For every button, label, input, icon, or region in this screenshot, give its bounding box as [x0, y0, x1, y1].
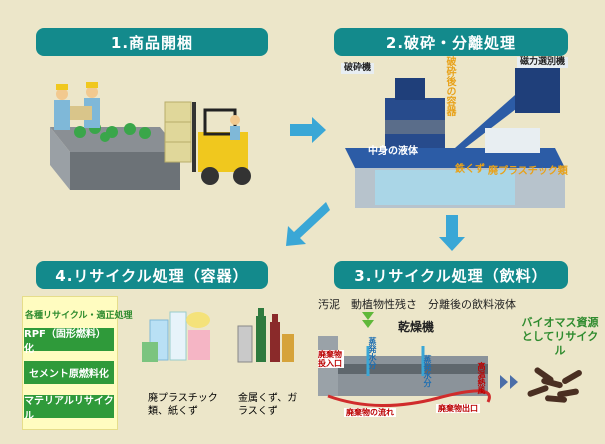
arrow-right-icon	[290, 117, 326, 143]
double-arrow-icon	[500, 375, 518, 389]
material-item: マテリアルリサイクル	[24, 395, 114, 422]
container-label: 破砕後の容器	[444, 56, 455, 116]
pellets-illustration	[527, 367, 582, 403]
hot-air-label: 高温熱風	[477, 362, 486, 394]
rpf-item: RPF（固形燃料）化	[24, 328, 114, 355]
step3-header: 3.リサイクル処理（飲料）	[334, 261, 568, 289]
step3-title: 3.リサイクル処理（飲料）	[354, 266, 548, 285]
plastic-label: 廃プラスチック類	[488, 166, 568, 177]
liquid-label: 中身の液体	[368, 146, 418, 157]
step2-title: 2.破砕・分離処理	[385, 33, 517, 52]
scrap-label: 鉄くず	[455, 164, 485, 175]
inlet-label: 廃棄物投入口	[318, 350, 344, 368]
step4-title: 4.リサイクル処理（容器）	[55, 266, 249, 285]
crushing-illustration	[345, 68, 565, 208]
step1-title: 1.商品開梱	[110, 33, 194, 52]
step4-header: 4.リサイクル処理（容器）	[36, 261, 268, 289]
crusher-label: 破砕機	[341, 63, 375, 74]
plastic-paper-label: 廃プラスチック類、紙くず	[148, 393, 218, 417]
steam-label-1: 蒸発水分	[368, 337, 377, 369]
beverage-outputs: 汚泥 動植物性残さ 分離後の飲料液体	[318, 298, 516, 311]
cement-item: セメント原燃料化	[24, 361, 114, 384]
arrow-down-left-icon	[286, 202, 330, 246]
unpacking-illustration	[50, 82, 251, 190]
recycling-options-title: 各種リサイクル・適正処理	[25, 311, 133, 321]
magnet-label: 磁力選別機	[517, 57, 569, 68]
plastic-containers-illustration	[142, 311, 210, 362]
small-arrow-down-icon	[362, 312, 374, 328]
metal-glass-illustration	[237, 308, 294, 363]
steam-label-2: 蒸発水分	[423, 355, 432, 387]
step2-header: 2.破砕・分離処理	[334, 28, 568, 56]
arrow-down-icon	[439, 215, 465, 251]
outlet-label: 廃棄物出口	[436, 404, 480, 413]
biomass-label: バイオマス資源としてリサイクル	[521, 316, 599, 357]
metal-glass-label: 金属くず、ガラスくず	[238, 393, 298, 417]
waste-flow-label: 廃棄物の流れ	[344, 408, 396, 417]
dryer-label: 乾燥機	[398, 320, 435, 334]
step1-header: 1.商品開梱	[36, 28, 268, 56]
